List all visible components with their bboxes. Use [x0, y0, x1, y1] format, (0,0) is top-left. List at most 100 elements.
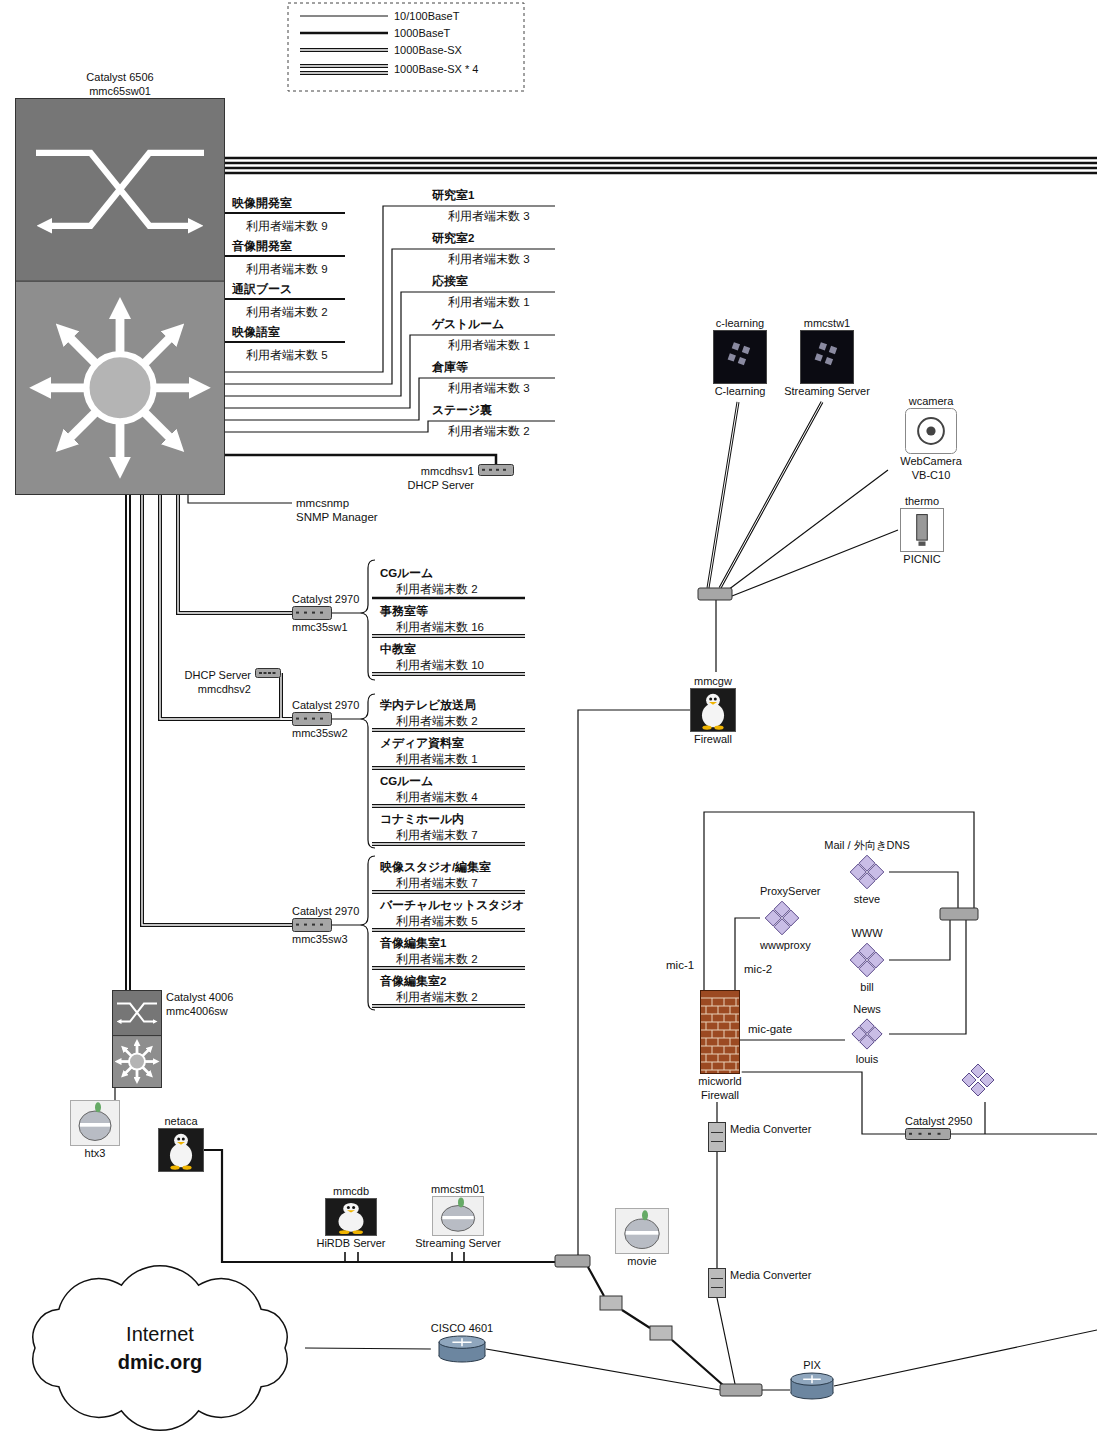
icon-shape: [736, 1030, 737, 1038]
icon-shape: [736, 1014, 737, 1022]
icon-shape: [312, 924, 315, 926]
icon-shape: [711, 1141, 723, 1142]
node-label: Streaming Server: [415, 1236, 501, 1250]
icon-shape: [819, 342, 827, 350]
server-icon: [962, 1064, 994, 1096]
icon-shape: [926, 426, 935, 435]
icon-shape: [503, 469, 506, 471]
icon-shape: [496, 469, 499, 471]
annotation-label: 中教室: [380, 642, 416, 656]
icon-shape: [129, 1054, 145, 1070]
wire: [578, 710, 690, 1255]
text-stack: Media Converter: [730, 1268, 811, 1282]
icon-shape: [182, 1138, 185, 1141]
icon-shape: [33, 1266, 287, 1431]
icon-shape: [71, 1101, 120, 1146]
icon-shape: [326, 1199, 377, 1236]
hub-icon: [940, 908, 978, 920]
icon-shape: [124, 1067, 132, 1075]
legend-label: 1000Base-SX: [394, 43, 462, 57]
icon-shape: [264, 672, 267, 674]
annotation-label: 利用者端末数 5: [396, 914, 478, 928]
icon-shape: [36, 153, 196, 226]
icon-shape: [909, 1133, 912, 1135]
wire: [704, 812, 974, 1040]
node-label: bill: [860, 980, 873, 994]
lan-bus: [204, 1150, 555, 1262]
icon-shape: [433, 1197, 484, 1236]
icon-shape: [441, 1206, 474, 1232]
device-icon: [292, 918, 332, 932]
legend-sample-gap: [300, 50, 388, 73]
annotation-label: ゲストルーム: [432, 317, 504, 331]
icon-shape: [711, 1287, 723, 1288]
network-link: [305, 1348, 431, 1349]
node-label: mmc35sw2: [292, 726, 348, 740]
converter-icon: [600, 1296, 622, 1310]
annotation-label: 利用者端末数 3: [448, 209, 530, 223]
annotation-label: 利用者端末数 4: [396, 790, 478, 804]
icon-shape: [736, 1046, 737, 1054]
converter-icon: [650, 1326, 672, 1340]
icon-shape: [616, 1209, 669, 1254]
icon-shape: [730, 1022, 731, 1030]
device-icon: [905, 1128, 951, 1140]
icon-shape: [452, 1338, 471, 1346]
device-icon: [700, 990, 740, 1074]
icon-shape: [701, 1038, 739, 1039]
icon-shape: [489, 469, 492, 471]
annotation-label: 事務室等: [380, 604, 428, 618]
icon-shape: [458, 1197, 464, 1207]
icon-shape: [691, 689, 736, 732]
icon-shape: [95, 1102, 101, 1112]
icon-shape: [730, 1038, 731, 1046]
icon-shape: [479, 465, 514, 476]
node-label: Mail / 外向きDNS: [824, 838, 910, 852]
icon-shape: [144, 331, 177, 364]
icon-shape: [136, 1070, 139, 1081]
annotation-label: バーチャルセットスタジオ: [380, 898, 524, 912]
icon-shape: [833, 1379, 834, 1393]
icon-shape: [44, 153, 204, 226]
icon-shape: [116, 308, 125, 354]
icon-shape: [906, 1129, 951, 1140]
annotation-label: 利用者端末数 1: [448, 338, 530, 352]
server-host: mmcstw1Streaming Server: [784, 316, 870, 398]
icon-shape: [259, 672, 262, 674]
link-gap: [142, 495, 292, 925]
icon-shape: [182, 1165, 191, 1169]
icon-shape: [928, 1133, 931, 1135]
legend-sample: [300, 50, 388, 73]
room-line: [372, 597, 525, 600]
icon-shape: [16, 99, 225, 495]
icon-shape: [801, 331, 854, 384]
wire: [716, 470, 898, 672]
icon-shape: [320, 612, 323, 614]
icon-shape: [852, 1027, 866, 1041]
icon-shape: [714, 331, 767, 384]
device-icon: [292, 606, 332, 620]
node-label: micworld: [698, 1074, 741, 1088]
device-icon: [760, 898, 804, 938]
icon-shape: [482, 469, 485, 471]
icon-shape: [701, 1054, 739, 1055]
camera-device: wcameraWebCamera VB-C10: [891, 394, 971, 482]
icon-shape: [730, 1006, 731, 1014]
device-icon: [478, 464, 514, 476]
icon-shape: [791, 1373, 833, 1385]
icon-shape: [829, 346, 837, 354]
icon-shape: [144, 412, 177, 445]
icon-shape: [706, 1054, 707, 1062]
icon-shape: [706, 1038, 707, 1046]
annotation-label: SNMP Manager: [296, 510, 378, 524]
node-label: thermo: [905, 494, 939, 508]
icon-shape: [791, 1379, 792, 1393]
icon-shape: [442, 1216, 473, 1219]
device-icon: [845, 852, 889, 892]
icon-shape: [293, 919, 332, 932]
node-label: News: [853, 1002, 881, 1016]
icon-shape: [268, 672, 271, 674]
icon-shape: [701, 998, 739, 999]
node-label: Media Converter: [730, 1122, 811, 1136]
icon-shape: [938, 1133, 941, 1135]
